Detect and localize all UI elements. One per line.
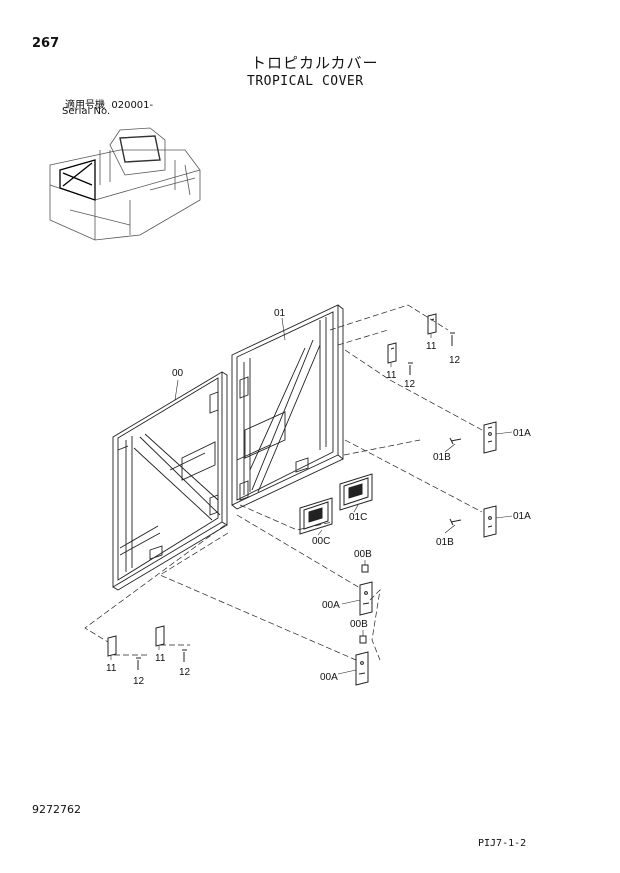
panel-00 [112,371,228,591]
bolt-12-top-b [408,362,413,375]
bolt-12-top-a [450,332,455,346]
title-english: TROPICAL COVER [247,74,364,89]
callout-01: 01 [274,308,286,319]
bracket-11-bottom-a [107,635,117,657]
callout-00a-top: 00A [322,600,340,611]
page-number: 267 [32,36,60,51]
document-number: 9272762 [32,803,81,816]
assembly-lines [84,304,483,661]
hinge-01a-bottom [483,505,497,538]
pin-01b-bottom [449,518,462,526]
bolt-12-bottom-b [182,649,187,662]
callout-11-top-b: 11 [386,370,397,381]
page-code: PIJ7-1-2 [478,838,527,849]
callout-11-bottom-a: 11 [106,663,117,674]
serial-line-japanese: 適用号機 020001- [65,96,153,111]
bracket-11-top-a [427,313,437,335]
callout-11-top-a: 11 [426,341,437,352]
callout-00c: 00C [312,536,330,547]
serial-value: 020001- [111,100,154,111]
bolt-12-bottom-a [136,657,141,670]
leader-lines [110,317,513,675]
callout-00a-bottom: 00A [320,672,338,683]
callout-00: 00 [172,368,184,379]
latch-01c [339,473,373,511]
callout-01b-bottom: 01B [436,537,454,548]
panel-01 [209,304,344,510]
bracket-11-bottom-b [155,625,165,647]
pin-01b-top [449,437,462,445]
bracket-11-top-b [387,342,397,364]
serial-label-jp: 適用号機 [65,100,105,111]
callout-12-bottom-a: 12 [133,676,145,687]
serial-label-english: Serial No. [62,106,111,117]
callout-01a-top: 01A [513,428,531,439]
callout-00b-bottom: 00B [350,619,368,630]
callout-11-bottom-b: 11 [155,653,166,664]
pin-00b-top [361,564,369,573]
callout-12-bottom-b: 12 [179,667,191,678]
callout-01a-bottom: 01A [513,511,531,522]
hinge-00a-bottom [355,651,369,686]
title-japanese: トロピカルカバー [251,54,379,72]
machine-thumbnail [49,127,201,241]
pin-00b-bottom [359,635,367,644]
callout-00b-top: 00B [354,549,372,560]
callout-12-top-a: 12 [449,355,461,366]
callout-12-top-b: 12 [404,379,416,390]
latch-00c [299,497,333,535]
hinge-00a-top [359,581,373,616]
callout-01c: 01C [349,512,367,523]
callout-01b-top: 01B [433,452,451,463]
hinge-01a-top [483,421,497,454]
